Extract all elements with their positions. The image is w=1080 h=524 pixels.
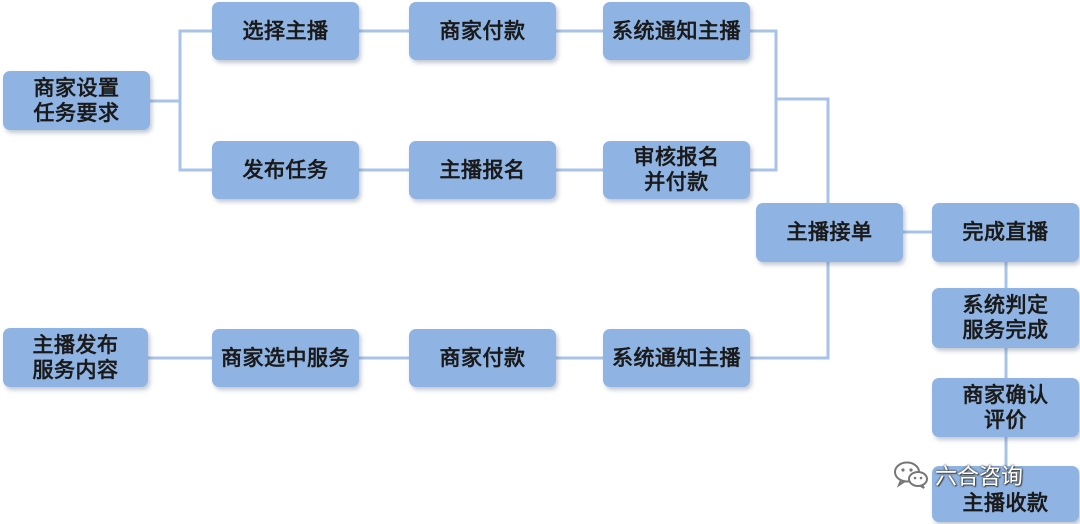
node-streamer-accept: 主播接单	[756, 203, 903, 262]
node-label: 主播接单	[786, 220, 873, 244]
connector	[178, 29, 212, 172]
node-label: 商家确认 评价	[962, 382, 1049, 432]
node-streamer-publish-service: 主播发布 服务内容	[3, 328, 148, 387]
node-merchant-confirm-review: 商家确认 评价	[932, 378, 1079, 437]
node-label: 选择主播	[242, 18, 329, 43]
watermark: 六合咨询	[893, 459, 1023, 491]
node-label: 商家选中服务	[221, 345, 350, 370]
node-finish-live: 完成直播	[932, 203, 1079, 262]
node-merchant-select-service: 商家选中服务	[212, 329, 359, 387]
wechat-icon	[894, 461, 928, 489]
node-system-judge-complete: 系统判定 服务完成	[932, 288, 1079, 348]
connector	[750, 262, 830, 360]
node-label: 主播发布 服务内容	[32, 332, 119, 382]
node-label: 商家付款	[439, 345, 526, 370]
node-streamer-signup: 主播报名	[409, 141, 556, 199]
node-label: 主播收款	[962, 491, 1049, 515]
node-merchant-pay-top: 商家付款	[409, 2, 556, 60]
node-label: 商家设置 任务要求	[33, 75, 120, 125]
node-system-notify-top: 系统通知主播	[603, 2, 750, 60]
node-merchant-pay-bottom: 商家付款	[409, 329, 556, 387]
node-system-notify-bottom: 系统通知主播	[603, 329, 750, 387]
connector	[750, 29, 778, 172]
node-label: 系统判定 服务完成	[962, 293, 1049, 342]
node-streamer-receive-payment: 主播收款	[932, 466, 1079, 522]
node-label: 系统通知主播	[612, 345, 741, 370]
node-select-streamer: 选择主播	[212, 2, 359, 60]
node-publish-task: 发布任务	[212, 141, 359, 199]
node-label: 系统通知主播	[612, 18, 741, 43]
watermark-text: 六合咨询	[935, 465, 1024, 490]
node-label: 完成直播	[962, 220, 1049, 244]
connector	[776, 97, 830, 203]
node-label: 审核报名 并付款	[633, 145, 720, 194]
node-label: 发布任务	[242, 157, 329, 182]
node-label: 商家付款	[439, 18, 526, 43]
node-merchant-set-requirements: 商家设置 任务要求	[3, 71, 150, 130]
node-review-and-pay: 审核报名 并付款	[603, 141, 750, 199]
node-label: 主播报名	[439, 157, 526, 182]
